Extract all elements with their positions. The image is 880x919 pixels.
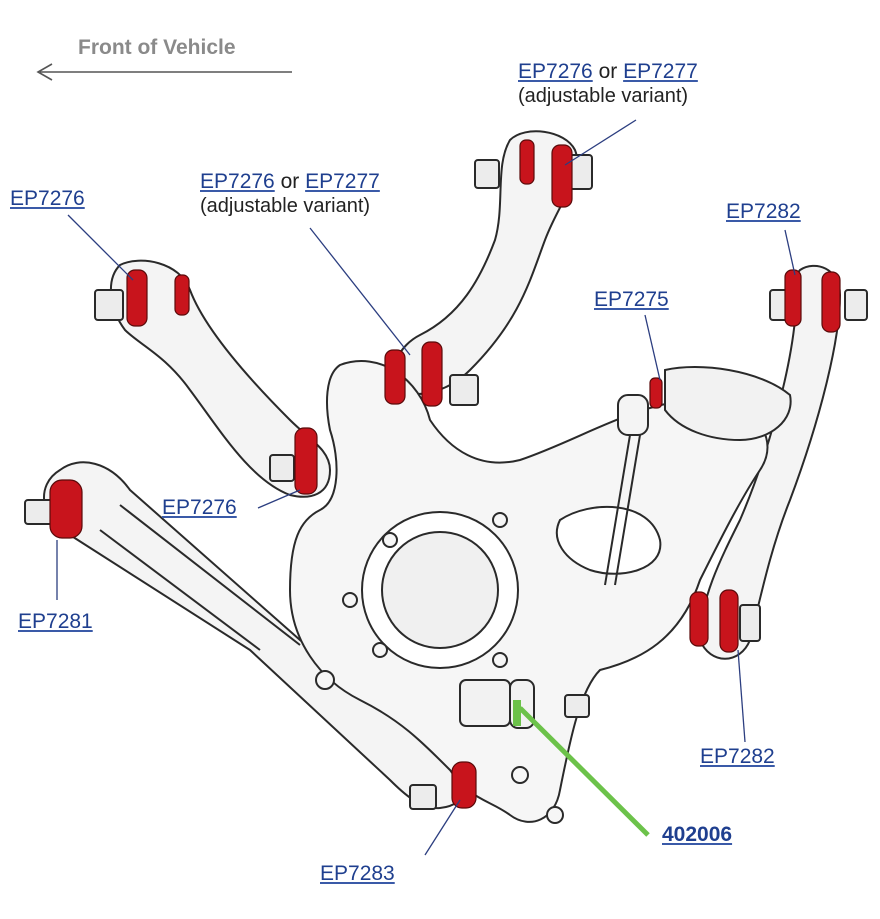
knuckle <box>289 360 769 824</box>
part-link-402006[interactable]: 402006 <box>662 823 733 846</box>
part-link-ep7277[interactable]: EP7277 <box>623 60 698 83</box>
upper-left-arm <box>109 259 331 498</box>
label-top-right: EP7276 or EP7277 (adjustable variant) <box>518 60 698 108</box>
lower-trailing-arm <box>43 461 465 810</box>
stabilizer-link <box>604 394 649 586</box>
label-green: 402006 <box>662 823 732 847</box>
label-right-lower: EP7282 <box>700 745 775 769</box>
part-link-ep7277[interactable]: EP7277 <box>305 170 380 193</box>
adjustable-variant-note: (adjustable variant) <box>518 85 689 107</box>
part-link-ep7281[interactable]: EP7281 <box>18 610 93 633</box>
leader-lines <box>56 119 796 856</box>
part-link-ep7276[interactable]: EP7276 <box>162 496 237 519</box>
part-link-ep7276[interactable]: EP7276 <box>518 60 593 83</box>
adjustable-variant-note: (adjustable variant) <box>200 195 371 217</box>
label-left-upper: EP7276 <box>10 187 85 211</box>
or-text: or <box>280 170 300 193</box>
part-link-ep7282[interactable]: EP7282 <box>700 745 775 768</box>
part-link-ep7283[interactable]: EP7283 <box>320 862 395 885</box>
green-leader <box>518 706 650 837</box>
label-right-upper: EP7282 <box>726 200 801 224</box>
part-link-ep7282[interactable]: EP7282 <box>726 200 801 223</box>
label-top-mid: EP7276 or EP7277 (adjustable variant) <box>200 170 380 218</box>
label-mid-link: EP7275 <box>594 288 669 312</box>
front-of-vehicle-label: Front of Vehicle <box>78 36 236 59</box>
green-bushing <box>459 679 535 729</box>
or-text: or <box>598 60 618 83</box>
label-left-lower: EP7276 <box>162 496 237 520</box>
part-link-ep7276[interactable]: EP7276 <box>10 187 85 210</box>
label-bottom: EP7283 <box>320 862 395 886</box>
label-far-left: EP7281 <box>18 610 93 634</box>
right-arm <box>699 265 841 660</box>
green-marker <box>513 700 521 726</box>
part-link-ep7275[interactable]: EP7275 <box>594 288 669 311</box>
part-link-ep7276[interactable]: EP7276 <box>200 170 275 193</box>
bolts <box>24 154 868 810</box>
spring-bracket <box>664 366 792 442</box>
bushings <box>49 139 841 809</box>
front-arrow <box>36 63 292 81</box>
